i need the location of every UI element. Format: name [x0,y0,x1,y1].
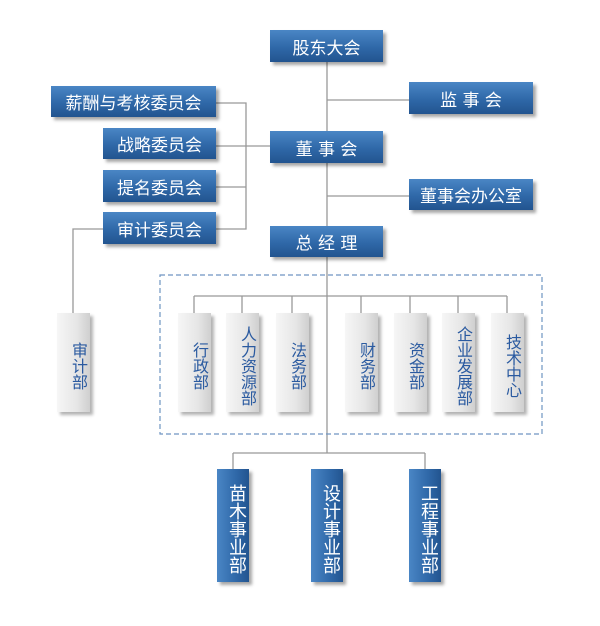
node-engineering-bu: 工程事业部 [409,469,441,582]
node-supervisors: 监 事 会 [409,82,533,114]
node-shareholders: 股东大会 [270,30,383,62]
node-general-manager: 总 经 理 [270,226,383,257]
node-compensation-committee: 薪酬与考核委员会 [51,86,216,117]
node-board-office: 董事会办公室 [409,179,533,210]
committee-bracket [216,102,247,230]
node-legal-dept: 法务部 [276,313,309,412]
node-audit-committee: 审计委员会 [103,212,216,244]
node-nursery-bu: 苗木事业部 [217,469,249,582]
node-finance-dept: 财务部 [345,313,378,412]
node-treasury-dept: 资金部 [394,313,427,412]
node-audit-dept: 审计部 [57,313,90,412]
node-board: 董 事 会 [270,131,383,163]
node-corp-dev-dept: 企业发展部 [442,313,475,412]
node-nomination-committee: 提名委员会 [103,170,216,202]
functional-dept-group-frame [159,274,543,435]
node-hr-dept: 人力资源部 [226,313,259,412]
node-design-bu: 设计事业部 [311,469,343,582]
audit-dept-connector [72,228,103,313]
node-tech-center: 技术中心 [491,313,524,412]
node-admin-dept: 行政部 [178,313,211,412]
node-strategy-committee: 战略委员会 [103,128,216,159]
